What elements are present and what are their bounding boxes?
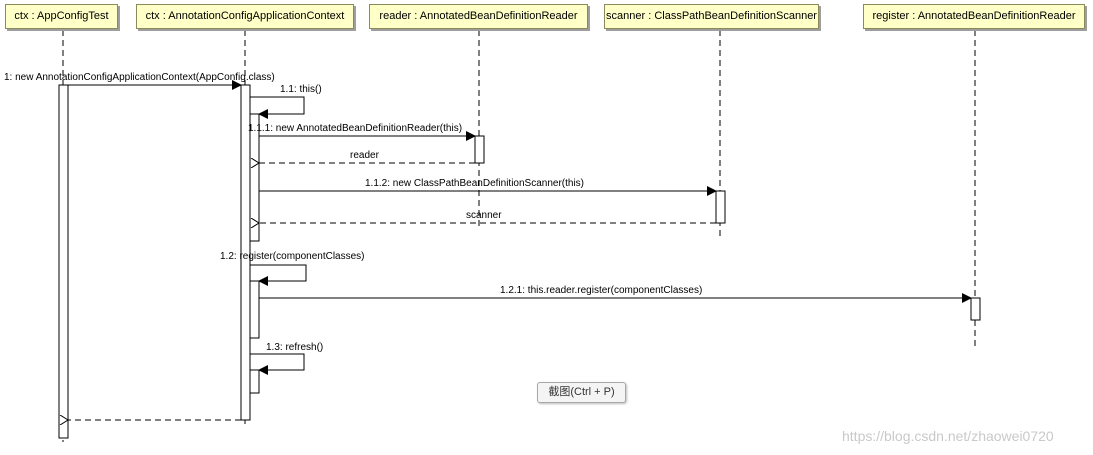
message-label-return-scanner: scanner [466,210,502,221]
participant-reader: reader : AnnotatedBeanDefinitionReader [369,4,588,29]
watermark: https://blog.csdn.net/zhaowei0720 [842,428,1054,444]
activation-scanner [715,190,726,224]
message-label-reader-register: 1.2.1: this.reader.register(componentCla… [500,285,703,296]
activation-context-this [249,113,260,242]
message-label-new-scanner: 1.1.2: new ClassPathBeanDefinitionScanne… [365,178,585,189]
activation-context-main [240,84,251,421]
message-label-return-reader: reader [350,150,379,161]
participant-applicationcontext: ctx : AnnotationConfigApplicationContext [136,4,354,29]
message-label-this: 1.1: this() [280,84,322,95]
message-label-new-reader: 1.1.1: new AnnotatedBeanDefinitionReader… [248,123,463,134]
arrow-self-register [250,264,307,286]
message-label-new-context: 1: new AnnotationConfigApplicationContex… [4,72,275,83]
arrow-self-refresh [250,353,305,375]
activation-context-register [249,280,260,339]
message-label-refresh: 1.3: refresh() [266,342,324,353]
participant-scanner: scanner : ClassPathBeanDefinitionScanner [604,4,819,29]
participant-appconfigtest: ctx : AppConfigTest [5,4,118,29]
activation-reader [474,135,485,164]
arrow-self-this [250,96,305,119]
participant-register: register : AnnotatedBeanDefinitionReader [863,4,1085,29]
screenshot-tooltip[interactable]: 截图(Ctrl + P) [537,382,626,403]
activation-register [970,297,981,321]
activation-appconfigtest [58,84,69,439]
activation-context-refresh [249,369,260,394]
message-label-register: 1.2: register(componentClasses) [220,251,365,262]
